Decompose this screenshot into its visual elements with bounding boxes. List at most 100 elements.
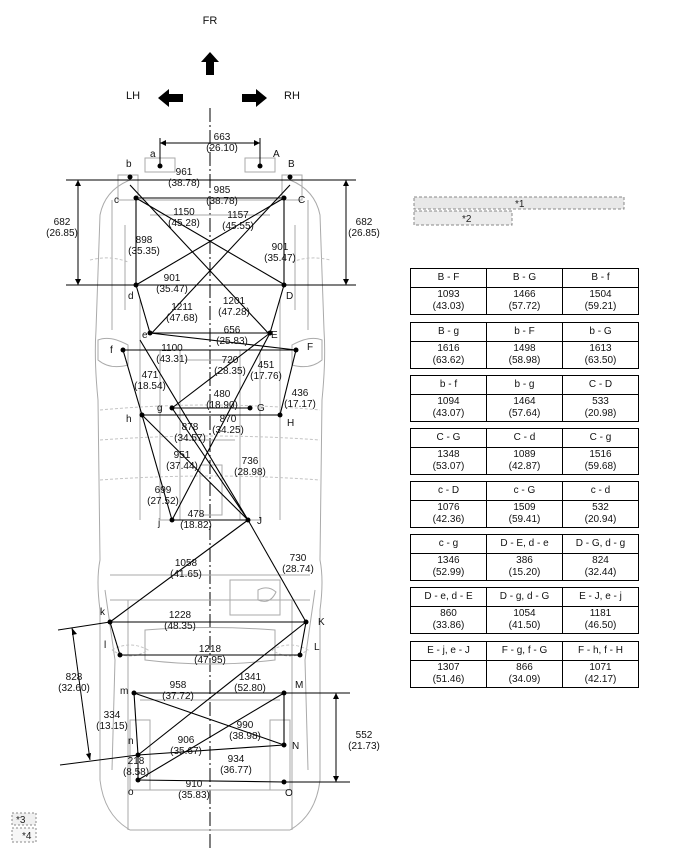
spec-value-cell: 1071(42.17) [562,660,639,688]
dimension-d878: 878 [182,422,199,433]
spec-value: (51.46) [432,674,465,685]
dimension-d828i: (32.60) [58,683,90,694]
spec-value-cell: 1348(53.07) [410,447,487,475]
spec-value-cell: 1094(43.07) [410,394,487,422]
spec-value-cell: 1089(42.87) [486,447,563,475]
spec-header-cell: c - d [562,481,639,501]
direction-indicator: FR LH RH [126,15,300,107]
spec-value-cell: 1181(46.50) [562,606,639,634]
point-k: k [100,607,106,618]
dimension-d828: 828 [66,672,83,683]
spec-value: (33.86) [432,620,465,631]
spec-header-cell: E - J, e - j [562,587,639,607]
spec-value: (41.50) [508,620,541,631]
spec-value: 1466 [513,289,536,300]
spec-header-cell: B - g [410,322,487,342]
point-m: m [120,686,128,697]
dimension-d720: 720 [222,355,239,366]
spec-value-cell: 1504(59.21) [562,287,639,315]
dimension-d985i: (38.78) [206,196,238,207]
spec-value: 1093 [437,289,460,300]
point-j: j [157,518,160,529]
spec-value: 1613 [589,343,612,354]
dimension-d1150: 1150 [173,207,195,218]
spec-value: 532 [592,502,609,513]
spec-value: 1076 [437,502,460,513]
dimension-d720i: (28.35) [214,366,246,377]
point-o: o [128,787,134,798]
spec-value: 866 [516,662,533,673]
spec-value: 1504 [589,289,612,300]
point-d: d [128,291,134,302]
dimension-d961: 961 [176,167,193,178]
dimension-d951i: (37.44) [166,461,198,472]
dimension-d901r: 901 [272,242,289,253]
dimension-d934i: (36.77) [220,765,252,776]
spec-header-cell: B - F [410,268,487,288]
dimension-d901li: (35.47) [156,284,188,295]
dimension-d1100: 1100 [161,343,183,354]
dimension-d1201i: (47.28) [218,307,250,318]
spec-value: (59.21) [584,301,617,312]
dimension-d451i: (17.76) [250,371,282,382]
spec-value-cell: 1093(43.03) [410,287,487,315]
spec-value: (52.99) [432,567,465,578]
legend-note-4: *4 [22,831,32,842]
spec-header-cell: b - f [410,375,487,395]
dimension-d730: 730 [290,553,307,564]
rh-label: RH [284,90,300,102]
spec-value: (42.36) [432,514,465,525]
dimension-d898: 898 [136,235,153,246]
spec-value: (20.98) [584,408,617,419]
dimension-d218: 218 [128,756,145,767]
point-a: a [150,149,156,160]
spec-value: (46.50) [584,620,617,631]
dimension-d699: 699 [155,485,172,496]
dimension-d436i: (17.17) [284,399,316,410]
right-arrow-icon [242,89,267,107]
spec-value-cell: 1613(63.50) [562,341,639,369]
spec-value: (32.44) [584,567,617,578]
point-G: G [257,403,265,414]
spec-value: (59.41) [508,514,541,525]
dimension-d656: 656 [224,325,241,336]
spec-value: 1498 [513,343,536,354]
spec-value: (57.72) [508,301,541,312]
spec-value: (42.87) [508,461,541,472]
spec-value: (42.17) [584,674,617,685]
dimension-d1341: 1341 [239,672,262,683]
spec-header-cell: C - d [486,428,563,448]
dimension-d958: 958 [170,680,187,691]
spec-header-cell: F - g, f - G [486,641,563,661]
spec-value: (63.50) [584,355,617,366]
dimension-d901l: 901 [164,273,181,284]
spec-value: (58.98) [508,355,541,366]
dimension-d682r: 682 [356,217,373,228]
dimension-lines [57,138,356,783]
point-E: E [271,330,278,341]
point-F: F [307,342,313,353]
dimension-d1218i: (47.95) [194,655,226,666]
point-C: C [298,195,305,206]
dimension-d736: 736 [242,456,259,467]
dimension-d478: 478 [188,509,205,520]
dimension-d218i: (8.58) [123,767,149,778]
dimension-d1100i: (43.31) [156,354,188,365]
point-l: l [104,640,106,651]
spec-value: 1071 [589,662,612,673]
point-b: b [126,159,132,170]
dimension-d334: 334 [104,710,121,721]
spec-value-cell: 1076(42.36) [410,500,487,528]
spec-value: 1094 [437,396,460,407]
spec-value-cell: 1464(57.64) [486,394,563,422]
point-N: N [292,741,299,752]
point-g: g [157,403,163,414]
spec-value: 1054 [513,608,536,619]
spec-value-cell: 860(33.86) [410,606,487,634]
dimension-d480: 480 [214,389,231,400]
spec-header-cell: D - E, d - e [486,534,563,554]
dimension-d910: 910 [186,779,203,790]
